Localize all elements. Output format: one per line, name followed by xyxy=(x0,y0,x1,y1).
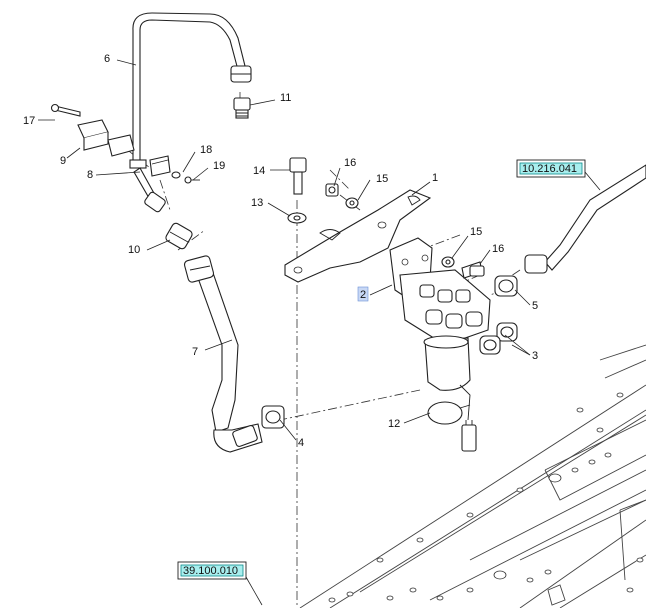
connector-12 xyxy=(427,401,477,452)
callout-6: 6 xyxy=(104,53,110,65)
washer-13 xyxy=(287,212,307,224)
callout-12: 12 xyxy=(388,418,400,430)
fitting-10 xyxy=(165,222,193,250)
callout-13: 13 xyxy=(251,197,263,209)
filter-head-2 xyxy=(389,237,491,421)
callout-15-right: 15 xyxy=(470,226,482,238)
callout-7: 7 xyxy=(192,346,198,358)
callout-14: 14 xyxy=(253,165,265,177)
fitting-11 xyxy=(233,97,251,119)
reference-bottom[interactable]: 39.100.010 xyxy=(177,561,247,580)
callout-1: 1 xyxy=(432,172,438,184)
plugs-3 xyxy=(479,322,518,355)
bracket-1 xyxy=(284,189,432,283)
callout-3: 3 xyxy=(532,350,538,362)
callout-10: 10 xyxy=(128,244,140,256)
callout-4: 4 xyxy=(298,437,304,449)
flexible-hose xyxy=(183,255,263,453)
external-fuel-line xyxy=(524,164,646,274)
nut-17 xyxy=(325,183,339,197)
callout-2-highlight xyxy=(357,286,369,302)
washer-screw-19-20 xyxy=(171,171,200,184)
callout-18: 17 xyxy=(23,115,35,127)
chassis-frame xyxy=(299,344,646,608)
rigid-fuel-pipe xyxy=(129,12,252,213)
callout-20: 19 xyxy=(213,160,225,172)
fitting-5 xyxy=(494,275,518,297)
reference-top[interactable]: 10.216.041 xyxy=(516,159,586,178)
callout-19: 18 xyxy=(200,144,212,156)
reference-bottom-text: 39.100.010 xyxy=(183,565,238,577)
callout-11: 11 xyxy=(280,92,291,104)
callout-5: 5 xyxy=(532,300,538,312)
fitting-4 xyxy=(261,405,285,429)
leader-lines xyxy=(38,59,601,606)
callout-labels: 6 11 17 9 8 18 19 10 7 4 14 13 16 15 1 2… xyxy=(23,53,538,449)
callout-8: 8 xyxy=(87,169,93,181)
washer-15-right xyxy=(441,256,455,268)
washer-15-top xyxy=(345,197,359,209)
callout-17: 16 xyxy=(344,157,356,169)
callout-2: 2 xyxy=(360,289,366,301)
bolt-14 xyxy=(289,157,307,195)
callout-16: 16 xyxy=(492,243,504,255)
callout-15-top: 15 xyxy=(376,173,388,185)
clamp-assembly xyxy=(50,103,171,177)
bolt-16 xyxy=(461,261,485,279)
callout-9: 9 xyxy=(60,155,66,167)
reference-top-text: 10.216.041 xyxy=(522,163,577,175)
